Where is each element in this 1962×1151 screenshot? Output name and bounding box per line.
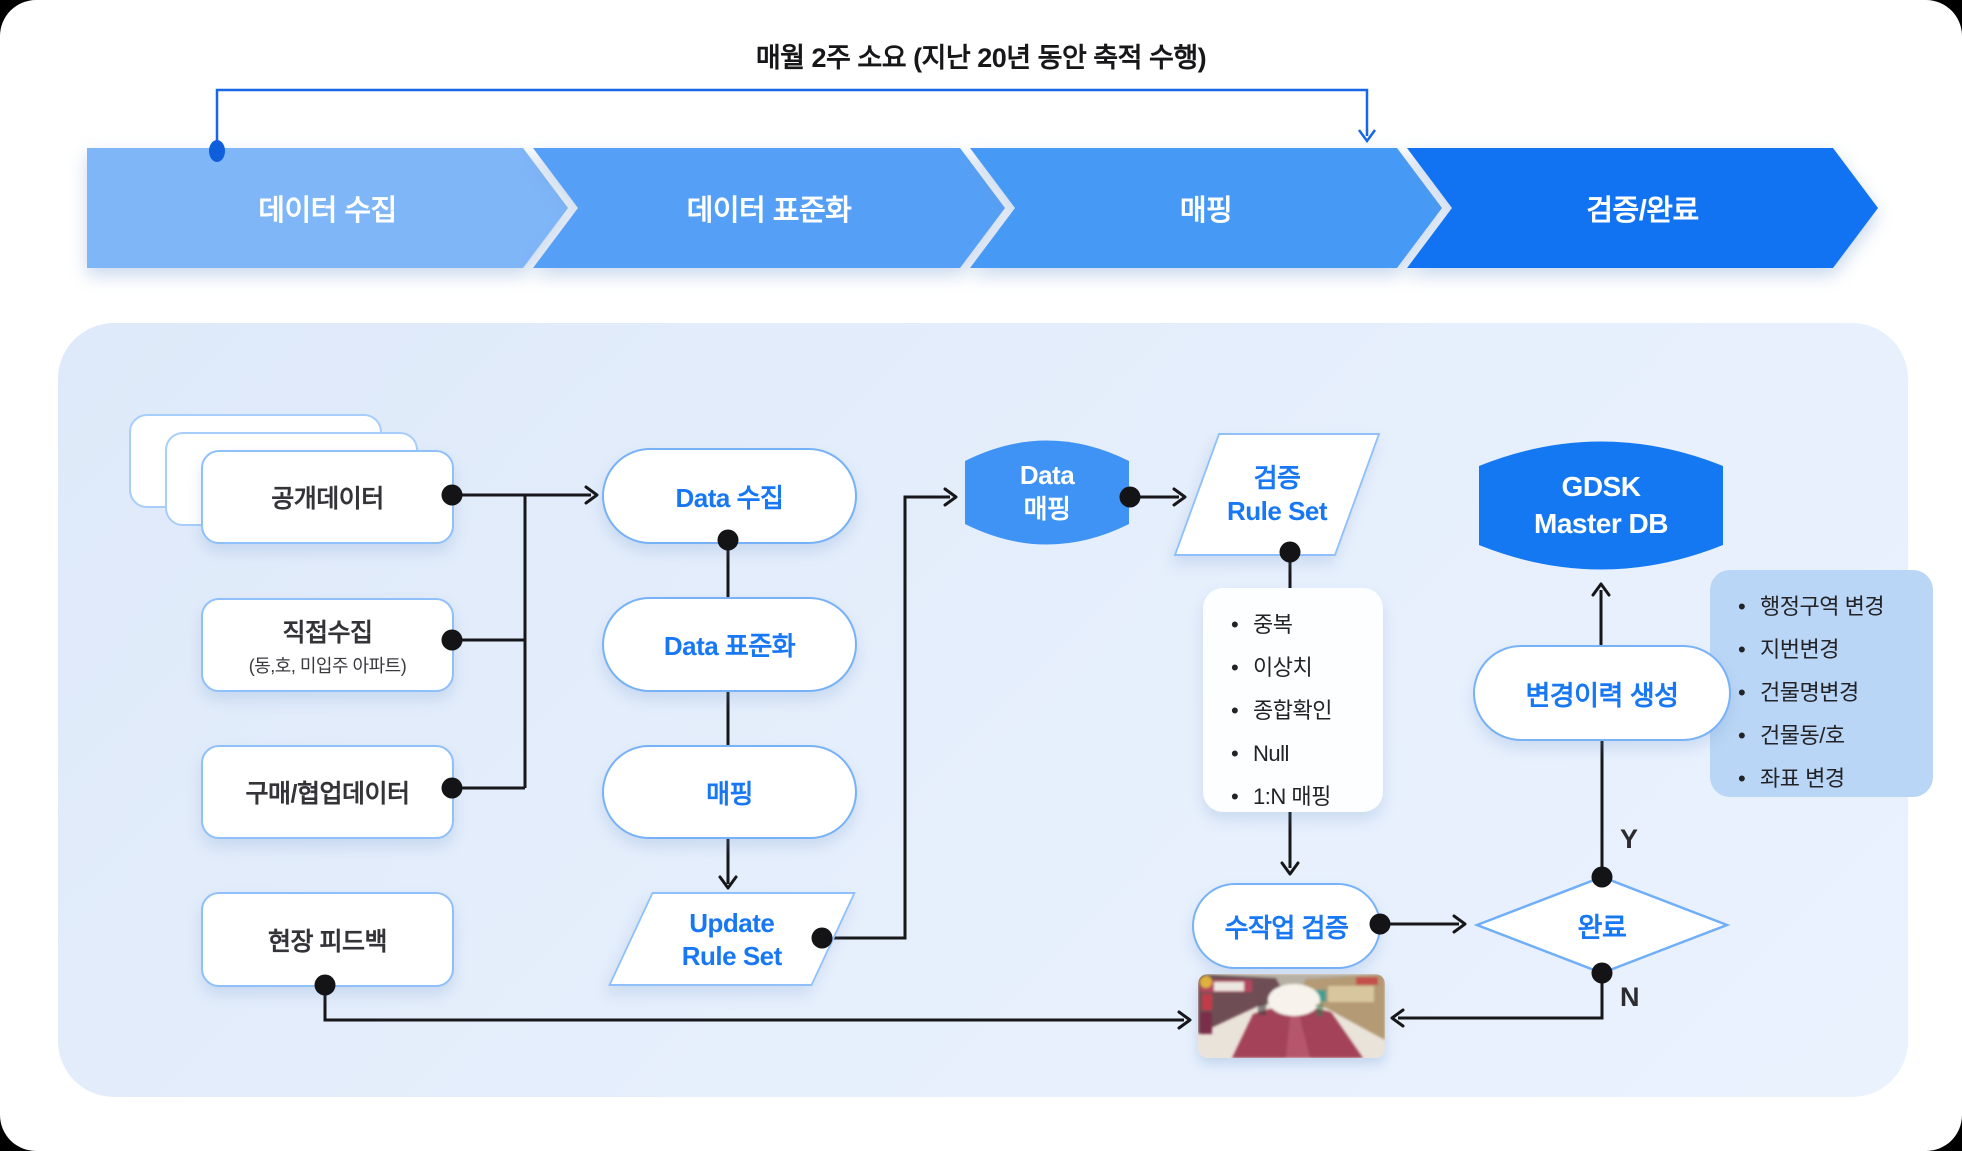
arrowhead [1177,1010,1192,1030]
stage-label: 데이터 표준화 [686,195,852,227]
card-label: 공개데이터 [271,485,384,513]
cylinder-label-line1: GDSK [1561,471,1641,503]
connector [323,985,1184,1022]
cylinder-label-line2: 매핑 [1023,493,1071,524]
para-label-line2: Rule Set [681,940,783,970]
list-item: 지번변경 [1736,629,1933,672]
process-pill-data-standardize: Data 표준화 [602,597,857,692]
process-pill-data-collect: Data 수집 [602,448,857,544]
list-item: 중복 [1229,604,1383,647]
para-label-line2: Rule Set [1226,495,1328,526]
source-card-purchased-data: 구매/협업데이터 [201,745,454,839]
data-mapping-db-cylinder: Data 매핑 [962,433,1132,552]
pill-label: 수작업 검증 [1224,912,1349,943]
cylinder-label-line2: Master DB [1534,507,1668,539]
validation-checks-list: 중복 이상치 종합확인 Null 1:N 매핑 [1203,588,1383,818]
decision-no-label: N [1620,982,1640,1012]
list-item: 1:N 매핑 [1229,776,1383,819]
change-history-pill: 변경이력 생성 [1473,645,1731,741]
street-photo [1198,974,1385,1058]
list-item: Null [1229,733,1383,776]
list-item: 건물명변경 [1736,672,1933,715]
pill-label: 매핑 [706,778,753,809]
card-label: 구매/협업데이터 [245,780,410,808]
timeline-bracket-arrowhead [1357,129,1377,144]
timeline-bracket [215,88,1369,146]
para-label-line1: 검증 [1253,463,1301,493]
arrowhead [584,485,599,505]
connector [1398,973,1604,1020]
source-card-public-data: 공개데이터 [201,450,454,544]
arrowhead [1172,487,1187,507]
arrowhead [1280,861,1300,876]
change-types-list: 행정구역 변경 지번변경 건물명변경 건물동/호 좌표 변경 [1710,570,1933,800]
stage-chevron-data-collection: 데이터 수집 [87,148,568,268]
timeline-note: 매월 2주 소요 (지난 20년 동안 축적 수행) [755,43,1207,73]
list-item: 건물동/호 [1736,715,1933,758]
manual-verify-pill: 수작업 검증 [1192,883,1381,969]
card-label: 직접수집 [282,618,373,647]
process-pill-mapping: 매핑 [602,745,857,839]
card-sublabel: (동,호, 미입주 아파트) [248,655,407,676]
para-label-line1: Update [689,907,775,938]
arrowhead [943,487,958,507]
cylinder-label-line1: Data [1019,459,1075,490]
arrowhead [1390,1008,1405,1028]
list-item: 좌표 변경 [1736,758,1933,801]
arrowhead [1452,914,1467,934]
pill-label: Data 표준화 [663,631,796,661]
list-item: 행정구역 변경 [1736,586,1933,629]
stage-label: 데이터 수집 [258,195,397,227]
card-label: 현장 피드백 [268,927,387,956]
decision-diamond [1473,875,1731,975]
stage-chevron-standardization: 데이터 표준화 [533,148,1005,268]
stage-chevron-mapping: 매핑 [970,148,1442,268]
decision-yes-label: Y [1620,824,1639,854]
source-card-field-feedback: 현장 피드백 [201,892,454,987]
source-card-direct-collection: 직접수집 (동,호, 미입주 아파트) [201,598,454,692]
cylinder-shape [1479,441,1723,570]
list-item: 종합확인 [1229,690,1383,733]
stage-label: 검증/완료 [1586,195,1699,227]
arrowhead [718,875,738,890]
list-item: 이상치 [1229,647,1383,690]
pill-label: Data 수집 [675,482,784,513]
connector [822,495,950,940]
stage-label: 매핑 [1179,195,1233,227]
street-photo-image [1198,974,1385,1058]
stage-chevron-verification: 검증/완료 [1407,148,1878,268]
arrowhead [1591,582,1611,597]
gdsk-master-db-cylinder: GDSK Master DB [1475,433,1727,578]
cylinder-shape [965,440,1129,545]
pill-label: 변경이력 생성 [1525,680,1679,711]
decision-label: 완료 [1577,912,1627,943]
